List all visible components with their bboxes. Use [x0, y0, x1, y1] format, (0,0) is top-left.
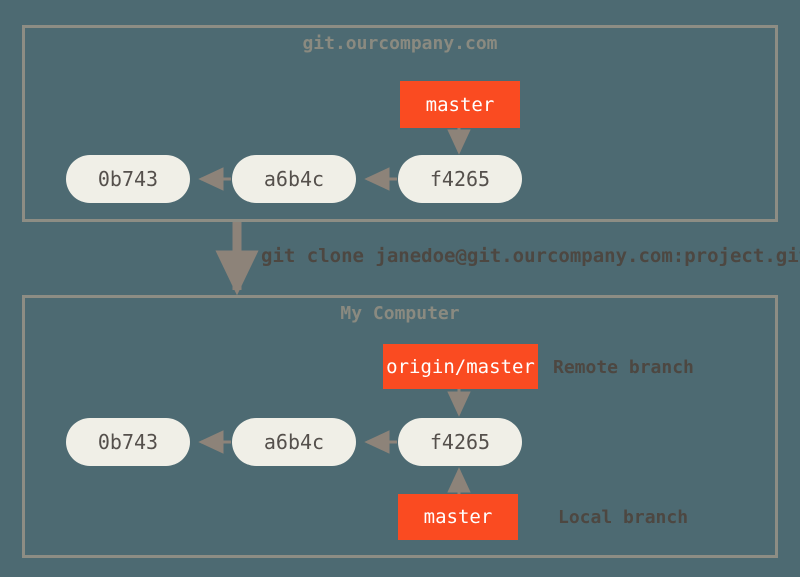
- local-branch-origin-master-label: origin/master: [386, 355, 535, 378]
- local-commit-0b743-label: 0b743: [97, 430, 159, 454]
- local-computer-title: My Computer: [340, 303, 460, 324]
- local-commit-a6b4c[interactable]: a6b4c: [232, 418, 356, 466]
- local-computer-panel: [22, 295, 778, 558]
- local-branch-annotation: Local branch: [558, 507, 689, 528]
- remote-commit-f4265[interactable]: f4265: [398, 155, 522, 203]
- remote-commit-f4265-label: f4265: [429, 167, 491, 191]
- clone-command-label: git clone janedoe@git.ourcompany.com:pro…: [261, 245, 800, 267]
- remote-branch-master[interactable]: master: [400, 81, 520, 128]
- local-commit-f4265[interactable]: f4265: [398, 418, 522, 466]
- remote-server-title: git.ourcompany.com: [302, 33, 498, 54]
- local-commit-a6b4c-label: a6b4c: [263, 430, 325, 454]
- remote-commit-a6b4c[interactable]: a6b4c: [232, 155, 356, 203]
- local-branch-master[interactable]: master: [398, 494, 518, 540]
- local-commit-0b743[interactable]: 0b743: [66, 418, 190, 466]
- remote-commit-0b743[interactable]: 0b743: [66, 155, 190, 203]
- remote-branch-annotation: Remote branch: [553, 357, 694, 378]
- remote-branch-master-label: master: [425, 93, 495, 116]
- local-branch-master-label: master: [423, 506, 493, 528]
- remote-commit-0b743-label: 0b743: [97, 167, 159, 191]
- local-branch-origin-master[interactable]: origin/master: [383, 344, 538, 389]
- local-commit-f4265-label: f4265: [429, 430, 491, 454]
- remote-server-panel: [22, 25, 778, 222]
- remote-commit-a6b4c-label: a6b4c: [263, 167, 325, 191]
